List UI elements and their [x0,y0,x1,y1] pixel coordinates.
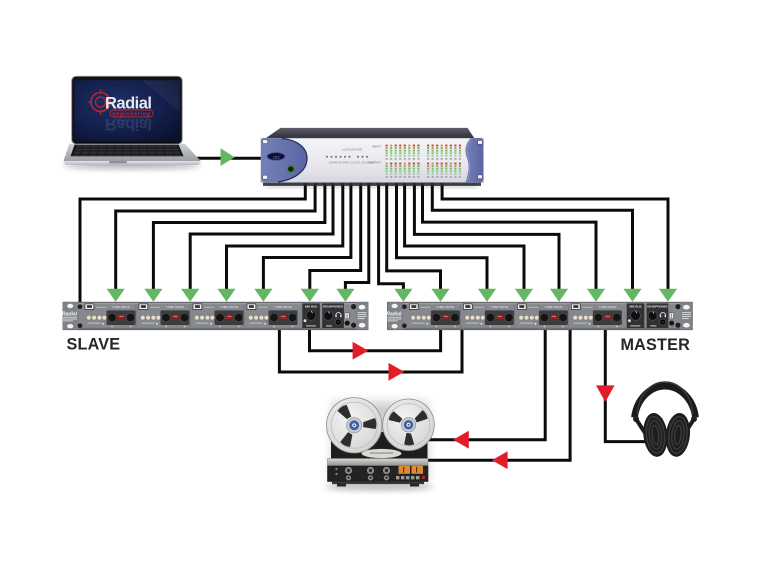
svg-text:INPUT: INPUT [372,145,381,149]
svg-text:engineering: engineering [112,112,150,118]
svg-text:MASTER: MASTER [620,336,690,354]
svg-text:Radial: Radial [105,95,152,113]
svg-text:192: 192 [273,155,280,159]
svg-text:SAMPLE RATE: SAMPLE RATE [329,161,350,165]
svg-text:LOOP MASTER: LOOP MASTER [342,148,362,152]
svg-text:Radial: Radial [105,115,152,133]
svg-text:OUTPUT: OUTPUT [369,161,382,165]
svg-text:CLOCK SOURCE: CLOCK SOURCE [350,161,374,165]
svg-text:SLAVE: SLAVE [67,335,121,353]
